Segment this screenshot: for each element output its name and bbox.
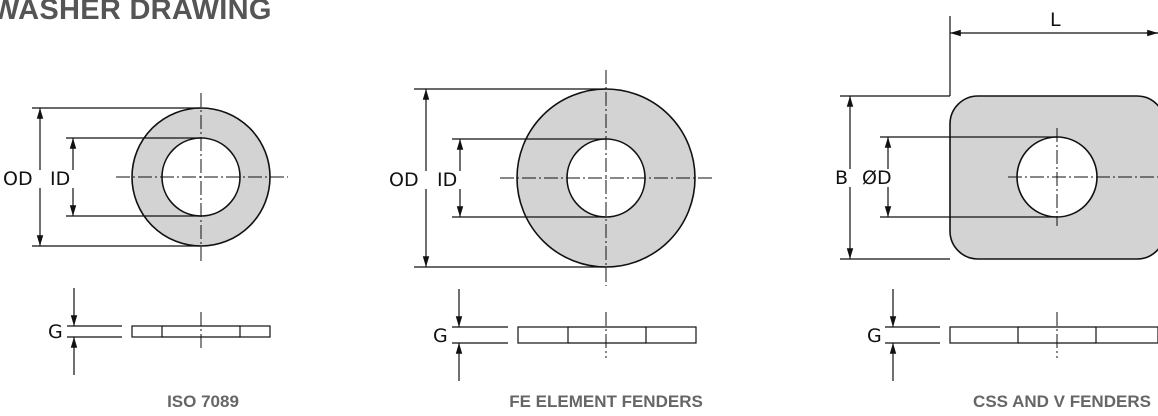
- css-v-section-view: G: [867, 289, 1158, 381]
- b-label: B: [835, 167, 848, 189]
- hatched-section-left: [949, 326, 1019, 344]
- od-label: OD: [3, 168, 33, 190]
- od-label: OD: [389, 169, 419, 191]
- id-label: ID: [437, 169, 457, 191]
- fe-element-top-view: OD ID: [389, 70, 712, 286]
- caption-css-v-fenders: CSS AND V FENDERS: [973, 392, 1151, 411]
- css-v-fenders-drawing: L B ØD G: [835, 9, 1158, 381]
- iso7089-section-view: G: [48, 288, 271, 375]
- iso7089-drawing: OD ID G: [3, 93, 288, 375]
- diameter-label: ØD: [862, 167, 892, 189]
- hatched-section-right: [645, 326, 697, 344]
- fe-element-section-view: G: [433, 289, 697, 381]
- hatched-section-right: [1095, 326, 1158, 344]
- fe-element-drawing: OD ID G: [389, 70, 712, 381]
- id-label: ID: [50, 168, 70, 190]
- iso7089-top-view: OD ID: [3, 93, 288, 264]
- caption-fe-element-fenders: FE ELEMENT FENDERS: [509, 392, 703, 411]
- hatched-section-left: [517, 326, 569, 344]
- hatched-section-right: [239, 325, 271, 338]
- caption-iso7089: ISO 7089: [167, 392, 239, 411]
- page-title: WASHER DRAWING: [0, 0, 272, 26]
- hatched-section-left: [131, 325, 163, 338]
- css-v-top-view: L B ØD: [835, 9, 1158, 260]
- g-label: G: [867, 325, 882, 347]
- g-label: G: [433, 325, 448, 347]
- g-label: G: [48, 321, 63, 343]
- l-label: L: [1050, 9, 1061, 31]
